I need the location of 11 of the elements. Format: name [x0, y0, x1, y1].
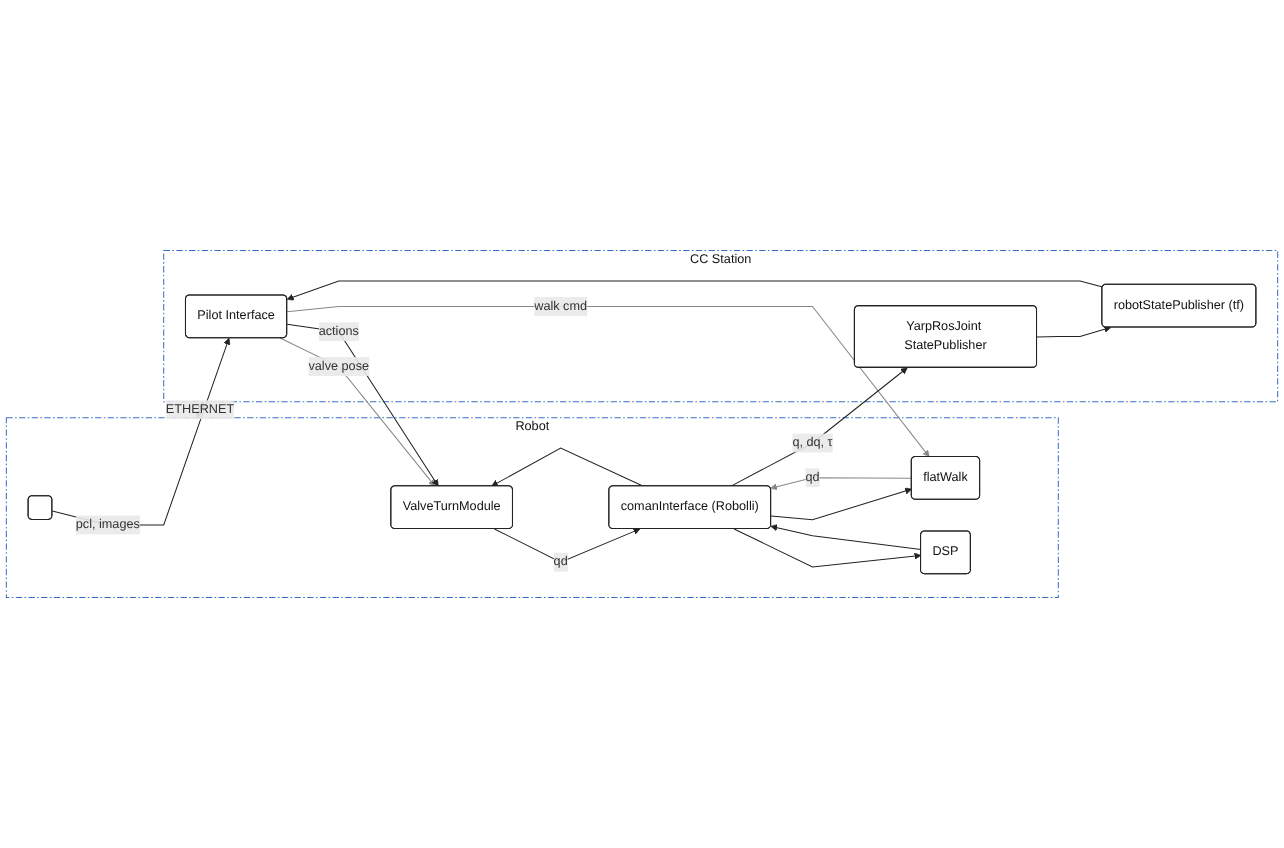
arrow	[733, 528, 922, 568]
arrow	[770, 524, 922, 551]
arrow	[51, 337, 231, 526]
arrow	[286, 280, 1104, 301]
arrow	[286, 305, 930, 458]
arrow	[730, 367, 908, 487]
arrow	[491, 447, 644, 487]
arrow	[493, 528, 641, 563]
arrow	[770, 487, 912, 521]
arrow	[770, 477, 913, 491]
arrow	[1036, 325, 1112, 338]
